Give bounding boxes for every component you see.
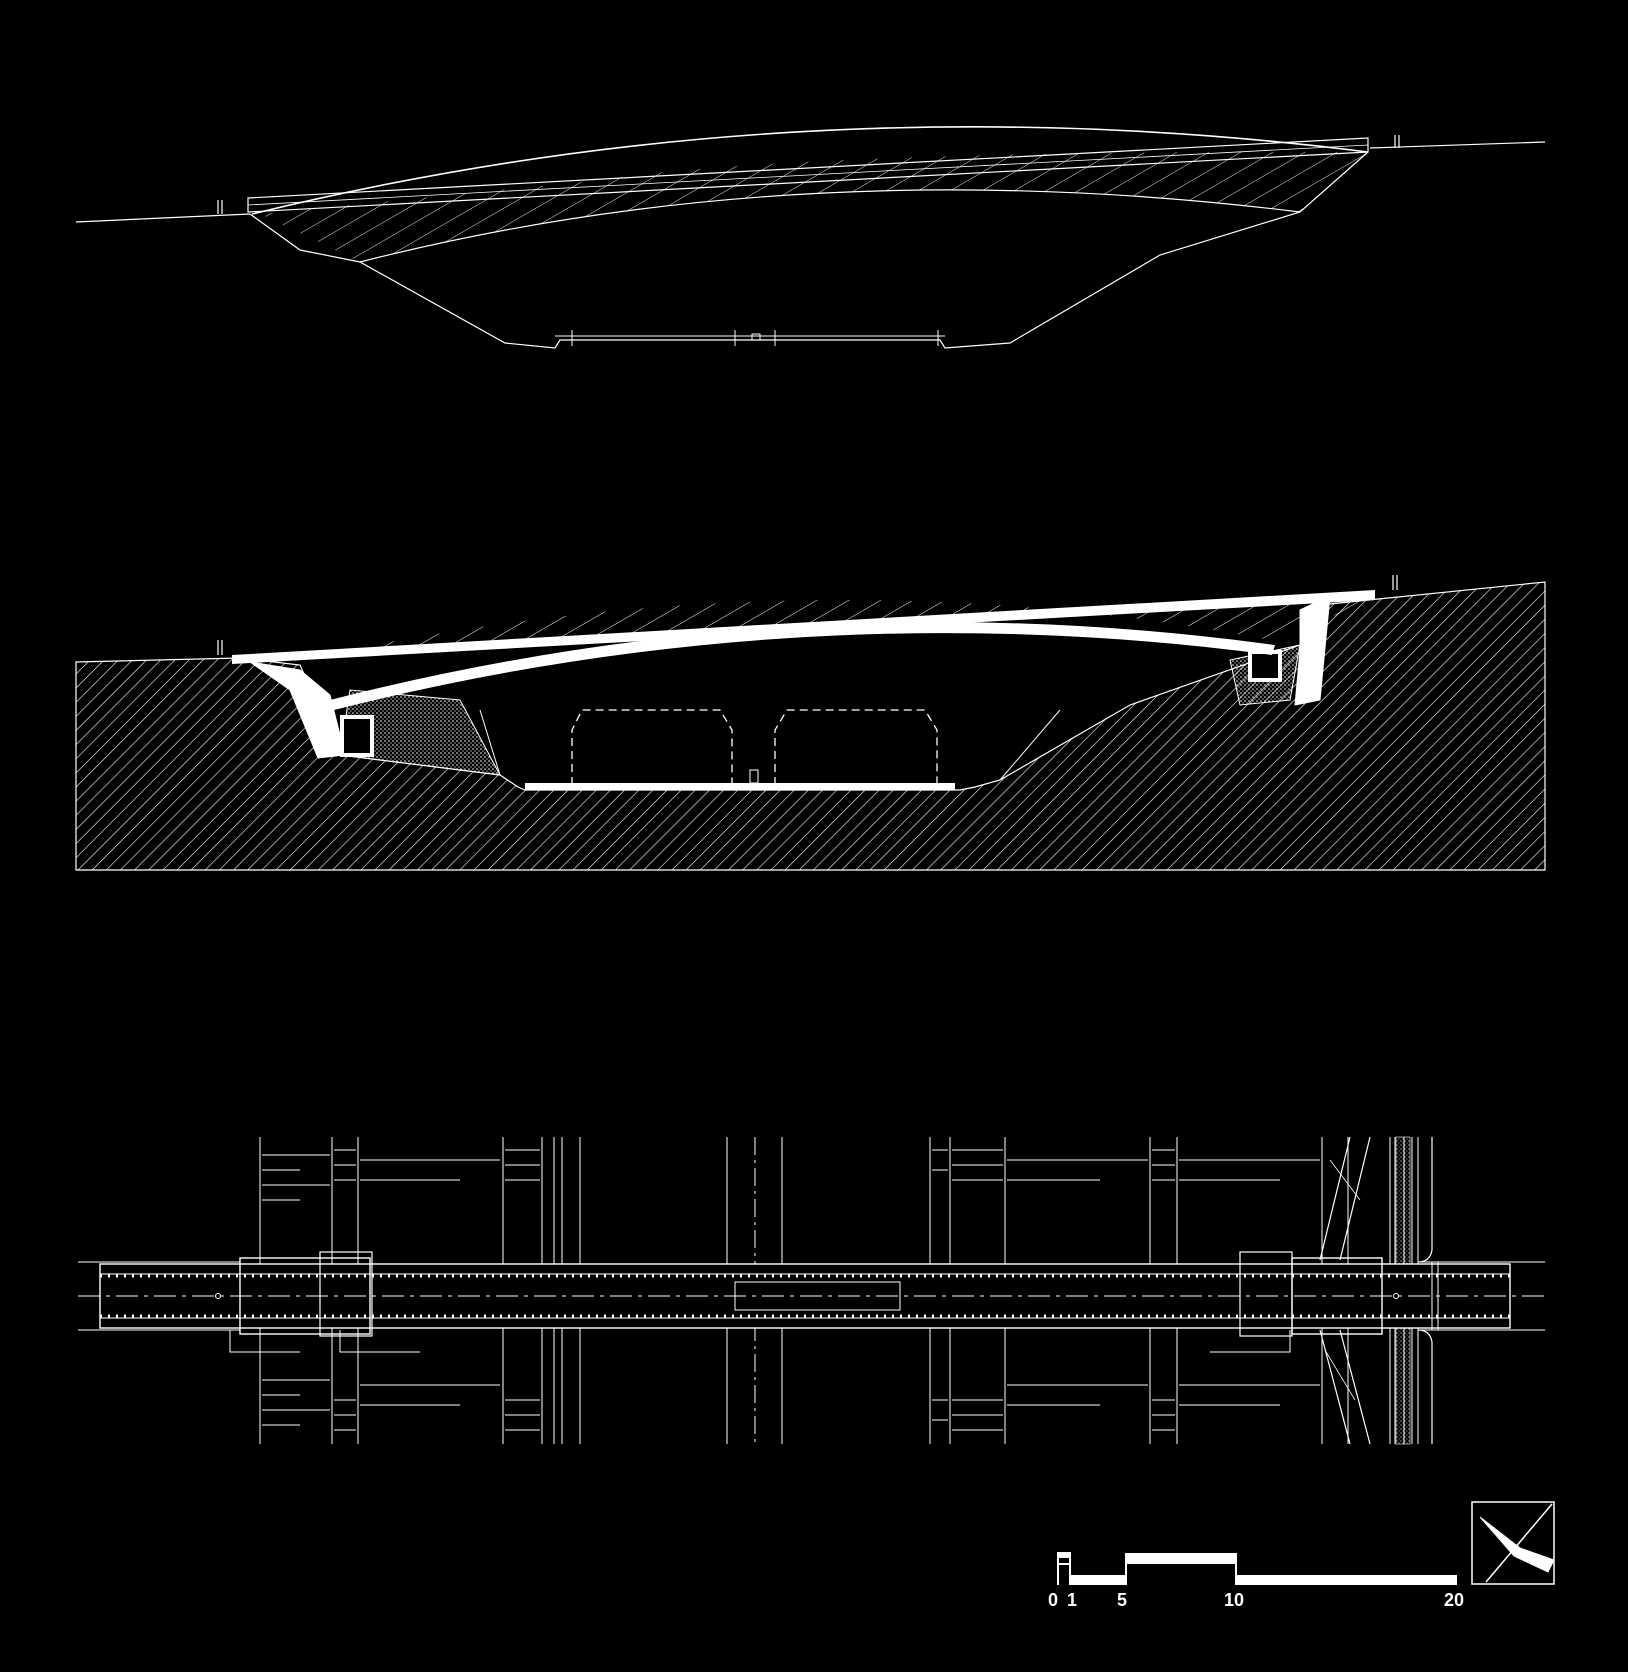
scale-label-0: 0	[1047, 1590, 1059, 1610]
elevation-arch	[251, 126, 1369, 215]
scale-label-10: 10	[1223, 1590, 1245, 1610]
north-arrow-icon	[1471, 1501, 1555, 1585]
section-arch	[330, 622, 1275, 710]
plan-approach-right	[1420, 1261, 1545, 1331]
section-view	[75, 575, 1546, 871]
elevation-post-left	[217, 200, 223, 214]
plan-approach-left	[78, 1261, 240, 1331]
scale-bar	[1057, 1552, 1457, 1585]
scale-label-20: 20	[1443, 1590, 1465, 1610]
section-clearance-left	[571, 709, 733, 785]
elevation-excavation	[249, 151, 1369, 349]
section-road	[525, 783, 955, 790]
scale-label-1: 1	[1066, 1590, 1078, 1610]
scale-label-5: 5	[1116, 1590, 1128, 1610]
plan-slope-hatch	[262, 1149, 1320, 1431]
plan-view	[78, 1136, 1545, 1445]
elevation-view	[75, 126, 1546, 349]
section-clearance-right	[774, 709, 938, 785]
elevation-post-right	[1394, 135, 1400, 148]
